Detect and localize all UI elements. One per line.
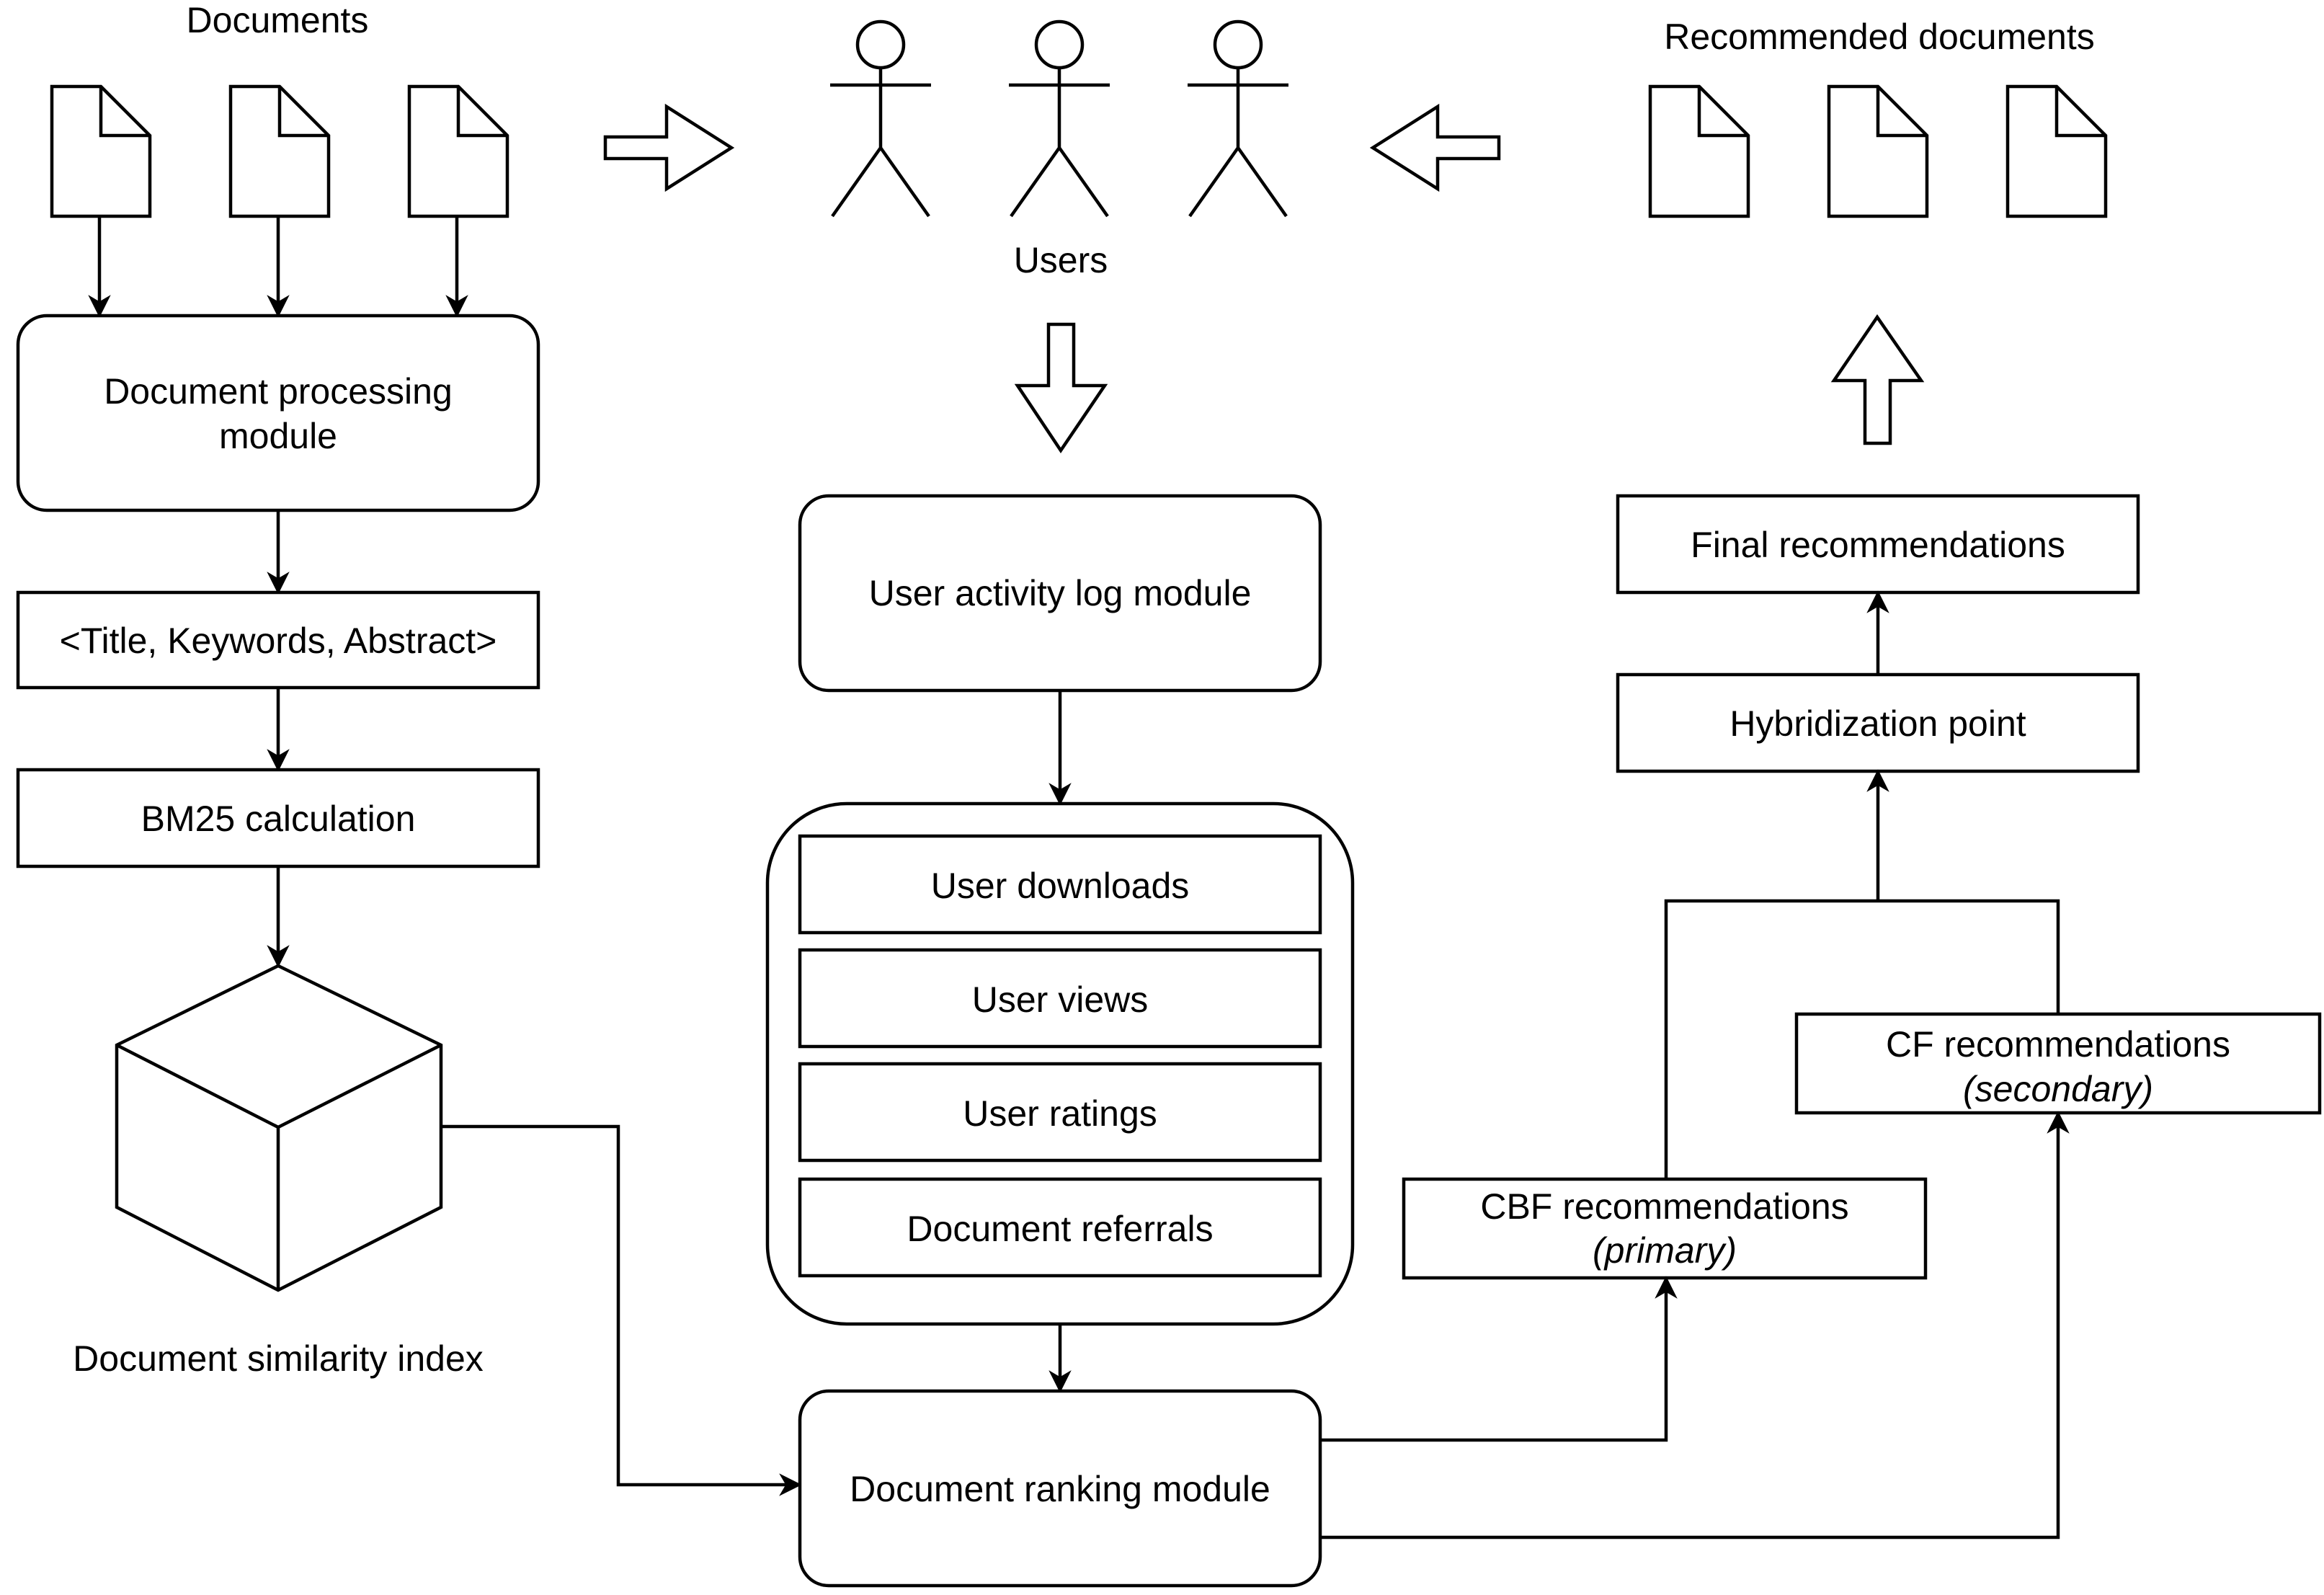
final-recommendations-box: [1616, 494, 2140, 595]
right-block-arrow-icon: [603, 103, 735, 192]
final-recommendations-label: Final recommendations: [1691, 525, 2065, 565]
documents-label: Documents: [187, 0, 369, 40]
user-views-label: User views: [972, 979, 1148, 1020]
source-document-icon: [228, 84, 331, 218]
left-block-arrow-icon: [1369, 103, 1501, 192]
cbf-recommendations-box: [1402, 1177, 1928, 1280]
users-label: Users: [1014, 240, 1108, 280]
user-activity-log-label: User activity log module: [869, 573, 1252, 613]
user-icon: [830, 19, 931, 218]
down-block-arrow-icon: [1014, 322, 1108, 454]
recommended-document-icon: [1648, 84, 1750, 218]
document-processing-module: [16, 314, 540, 512]
recommended-documents-label: Recommended documents: [1664, 17, 2095, 57]
document-processing-label: module: [219, 416, 337, 456]
ranking-to-cbf-arrow: [1320, 1276, 1678, 1442]
user-icon: [1188, 19, 1288, 218]
source-document-icon: [407, 84, 509, 218]
user-views-box: [798, 948, 1322, 1049]
hybridization-point-label: Hybridization point: [1729, 703, 2026, 744]
cbf-to-hybridization-connector: [1664, 899, 2060, 1179]
user-icon: [1009, 19, 1110, 218]
cf-recommendations-label: CF recommendations: [1886, 1024, 2230, 1065]
hybridization-point-box: [1616, 672, 2140, 773]
up-block-arrow-icon: [1830, 314, 1925, 445]
source-document-icon: [50, 84, 152, 218]
user-ratings-label: User ratings: [963, 1093, 1157, 1134]
document-similarity-index-label: Document similarity index: [73, 1338, 484, 1379]
cbf-primary-label: (primary): [1593, 1230, 1737, 1271]
recommended-document-icon: [2005, 84, 2108, 218]
bm25-label: BM25 calculation: [141, 799, 416, 839]
document-ranking-module: [798, 1389, 1322, 1588]
recommended-document-icon: [1827, 84, 1929, 218]
document-referrals-box: [798, 1177, 1322, 1278]
similarity-index-cube-icon: [115, 964, 443, 1292]
cf-secondary-label: (secondary): [1963, 1069, 2153, 1109]
user-downloads-box: [798, 834, 1322, 935]
user-downloads-label: User downloads: [931, 866, 1190, 906]
ranking-to-cf-arrow: [1320, 1111, 2070, 1540]
document-processing-label: Document processing: [104, 371, 453, 412]
document-referrals-label: Document referrals: [907, 1209, 1213, 1249]
index-to-ranking-connector: [441, 1124, 802, 1496]
user-ratings-box: [798, 1062, 1322, 1163]
cf-recommendations-box: [1794, 1012, 2322, 1115]
fields-label: <Title, Keywords, Abstract>: [60, 621, 497, 661]
fields-box: [16, 590, 540, 690]
cbf-recommendations-label: CBF recommendations: [1480, 1186, 1848, 1227]
document-ranking-label: Document ranking module: [850, 1469, 1270, 1509]
